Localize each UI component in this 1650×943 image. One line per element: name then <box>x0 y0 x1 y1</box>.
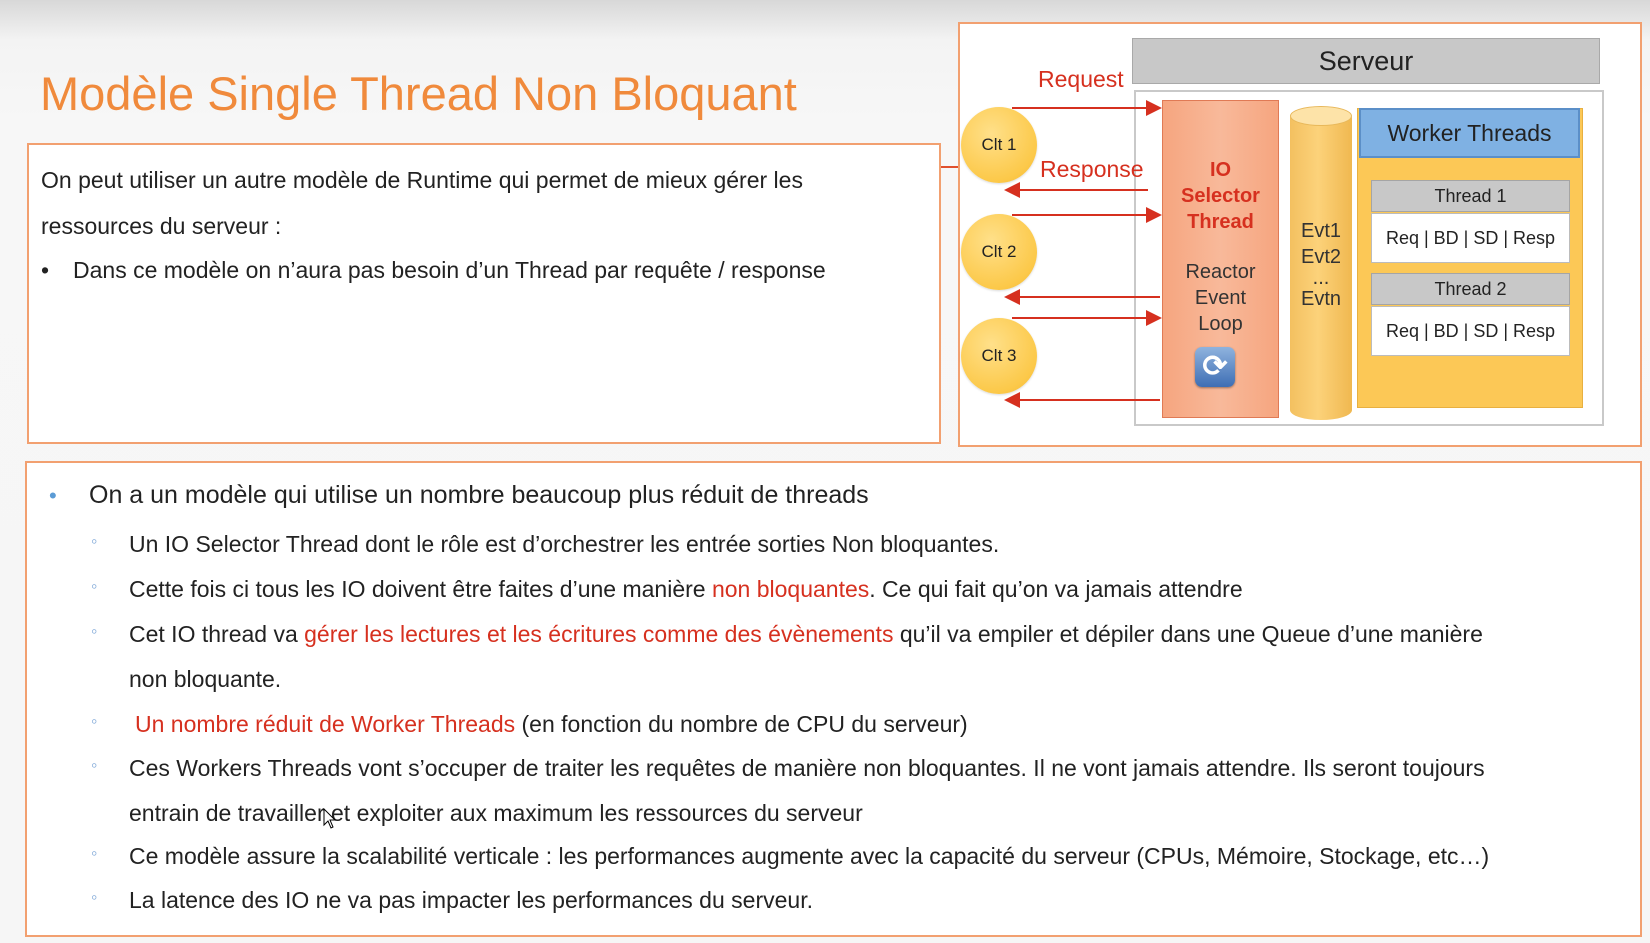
sub-bullet-2-highlight: non bloquantes <box>711 576 870 602</box>
io-sub-line-1: Reactor <box>1185 261 1256 283</box>
queue-dots: ... <box>1312 267 1330 289</box>
sub-bullet-5-line-1: Ces Workers Threads vont s’occuper de tr… <box>129 755 1485 781</box>
worker-threads-header: Worker Threads <box>1359 108 1580 158</box>
thread-1-header: Thread 1 <box>1371 180 1570 212</box>
connector-line <box>941 166 959 168</box>
sub-bullet-2-text: Cette fois ci tous les IO doivent être f… <box>129 576 1243 603</box>
intro-bullet-text: Dans ce modèle on n’aura pas besoin d’un… <box>73 257 826 283</box>
sub-bullet-2-pre: Cette fois ci tous les IO doivent être f… <box>129 576 712 602</box>
sub-bullet-4-post: (en fonction du nombre de CPU du serveur… <box>515 711 968 737</box>
io-title-line-1: IO <box>1209 159 1232 181</box>
queue-evt1: Evt1 <box>1300 220 1342 242</box>
io-title-line-2: Selector <box>1181 185 1260 207</box>
sub-bullet-2-post: . Ce qui fait qu’on va jamais attendre <box>869 576 1243 602</box>
ring-bullet-icon: ◦ <box>91 843 98 863</box>
io-title-line-3: Thread <box>1187 211 1254 233</box>
intro-box: On peut utiliser un autre modèle de Runt… <box>27 143 941 444</box>
ring-bullet-icon: ◦ <box>91 711 98 731</box>
io-sub-line-3: Loop <box>1198 313 1243 335</box>
request-label: Request <box>1038 66 1124 92</box>
ring-bullet-icon: ◦ <box>91 621 98 641</box>
client-3: Clt 3 <box>961 318 1037 394</box>
ring-bullet-icon: ◦ <box>91 576 98 596</box>
thread-2-steps: Req | BD | SD | Resp <box>1371 306 1570 356</box>
main-bullet: • On a un modèle qui utilise un nombre be… <box>49 481 869 510</box>
queue-evt2: Evt2 <box>1300 246 1342 268</box>
client-1: Clt 1 <box>961 107 1037 183</box>
sub-bullet-3-pre: Cet IO thread va <box>129 621 305 647</box>
refresh-icon: ⟳ <box>1195 347 1235 387</box>
ring-bullet-icon: ◦ <box>91 755 98 775</box>
main-bullet-text: On a un modèle qui utilise un nombre bea… <box>89 481 869 509</box>
ring-bullet-icon: ◦ <box>91 887 98 907</box>
io-selector-thread: IO Selector Thread Reactor Event Loop ⟳ <box>1162 100 1279 418</box>
sub-bullet-3-line-2: non bloquante. <box>129 666 282 692</box>
sub-bullet-1-text: Un IO Selector Thread dont le rôle est d… <box>129 531 1000 557</box>
thread-1-steps: Req | BD | SD | Resp <box>1371 213 1570 263</box>
sub-bullet-3-text: Cet IO thread va gérer les lectures et l… <box>129 621 1483 648</box>
queue-cap <box>1290 106 1352 126</box>
intro-bullet: • Dans ce modèle on n’aura pas besoin d’u… <box>41 257 826 284</box>
slide-title: Modèle Single Thread Non Bloquant <box>40 67 797 120</box>
thread-2-header: Thread 2 <box>1371 273 1570 305</box>
bullet-dot-icon: • <box>41 257 50 283</box>
intro-text: On peut utiliser un autre modèle de Runt… <box>41 167 803 239</box>
sub-bullet-5-line-2: entrain de travailler et exploiter aux m… <box>129 800 863 826</box>
mouse-cursor-icon <box>323 808 337 829</box>
sub-bullet-3-post: qu’il va empiler et dépiler dans une Que… <box>893 621 1483 647</box>
bullet-dot-icon: • <box>49 483 57 508</box>
client-2: Clt 2 <box>961 214 1037 290</box>
io-sub-line-2: Event <box>1194 287 1247 309</box>
ring-bullet-icon: ◦ <box>91 531 98 551</box>
io-selector-title: IO Selector Thread <box>1163 157 1278 235</box>
reactor-event-loop-label: Reactor Event Loop <box>1163 259 1278 337</box>
server-header: Serveur <box>1132 38 1600 84</box>
sub-bullet-7-text: La latence des IO ne va pas impacter les… <box>129 887 813 913</box>
sub-bullet-6-text: Ce modèle assure la scalabilité vertical… <box>129 843 1490 869</box>
response-label: Response <box>1040 156 1144 182</box>
sub-bullet-3-highlight: gérer les lectures et les écritures comm… <box>304 621 894 647</box>
sub-bullet-4-highlight: Un nombre réduit de Worker Threads <box>135 711 516 737</box>
queue-evtn: Evtn <box>1300 288 1342 310</box>
sub-bullet-4-text: Un nombre réduit de Worker Threads (en f… <box>135 711 968 738</box>
details-box: • On a un modèle qui utilise un nombre be… <box>25 461 1642 937</box>
event-queue: Evt1 Evt2 ... Evtn <box>1290 108 1352 420</box>
request-response-arrows <box>1004 100 1162 408</box>
